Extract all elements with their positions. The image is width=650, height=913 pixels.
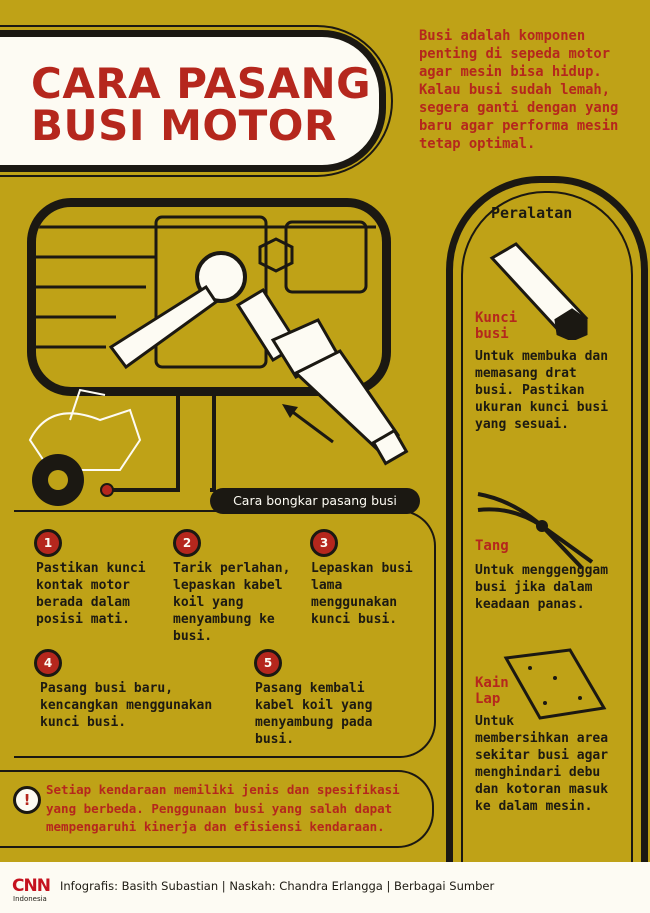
- cloth-rag-icon: [503, 648, 607, 720]
- warning-icon: !: [13, 786, 41, 814]
- cnn-logo-word: CNN: [12, 876, 51, 896]
- title-box: CARA PASANG BUSI MOTOR: [0, 25, 393, 177]
- note-box: [0, 770, 434, 848]
- step-text-1: Pastikan kunci kontak motor berada dalam…: [36, 561, 146, 627]
- step-text-2: Tarik perlahan, lepaskan kabel koil yang…: [173, 561, 291, 644]
- step-number-2: 2: [173, 529, 201, 557]
- footer: [0, 862, 650, 913]
- title-line-1: CARA PASANG: [31, 59, 372, 108]
- tool-name-kain-lap: Kain Lap: [475, 675, 509, 707]
- cnn-logo: CNN Indonesia: [12, 876, 52, 903]
- engine-art: [36, 215, 376, 370]
- tool-desc-kunci-busi: Untuk membuka dan memasang drat busi. Pa…: [475, 349, 609, 432]
- title-outline: [0, 25, 393, 177]
- title-line-2: BUSI MOTOR: [31, 101, 337, 150]
- tools-heading: Peralatan: [491, 204, 573, 222]
- tool-name-kunci-busi: Kunci busi: [475, 310, 518, 342]
- step-text-3: Lepaskan busi lama menggunakan kunci bus…: [311, 561, 413, 627]
- engine-illustration: [27, 198, 391, 396]
- cnn-logo-sub: Indonesia: [13, 895, 47, 903]
- tool-desc-kain-lap: Untuk membersihkan area sekitar busi aga…: [475, 714, 609, 814]
- spark-plug-wrench-icon: [489, 242, 589, 340]
- step-number-5: 5: [254, 649, 282, 677]
- step-number-4: 4: [34, 649, 62, 677]
- step-text-4: Pasang busi baru, kencangkan menggunakan…: [40, 681, 213, 730]
- tools-panel: [446, 176, 648, 903]
- step-number-3: 3: [310, 529, 338, 557]
- step-number-1: 1: [34, 529, 62, 557]
- credits: Infografis: Basith Subastian | Naskah: C…: [60, 879, 495, 893]
- pliers-icon: [477, 492, 594, 570]
- tools-panel-inner: [461, 191, 633, 903]
- tool-name-tang: Tang: [475, 538, 509, 554]
- tool-desc-tang: Untuk menggenggam busi jika dalam keadaa…: [475, 563, 609, 612]
- steps-heading: Cara bongkar pasang busi: [210, 488, 420, 514]
- scooter-icon: [28, 388, 142, 506]
- note-text: Setiap kendaraan memiliki jenis dan spes…: [46, 782, 400, 834]
- step-text-5: Pasang kembali kabel koil yang menyambun…: [255, 681, 373, 747]
- spark-plug-icon: [235, 287, 409, 466]
- intro-text: Busi adalah komponen penting di sepeda m…: [419, 28, 619, 152]
